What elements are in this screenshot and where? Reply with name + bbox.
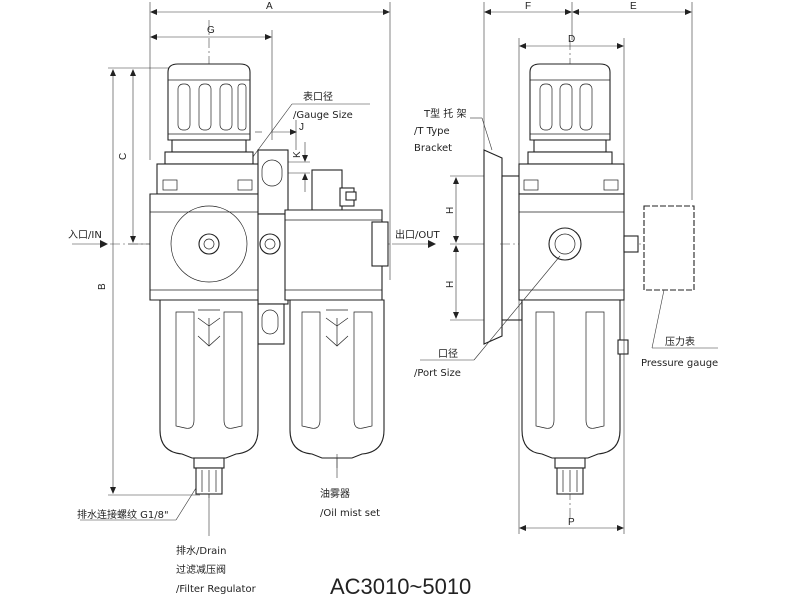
inlet-marker: 入口/IN [68, 230, 108, 248]
drain-thread-callout: 排水连接螺纹 G1/8" [77, 487, 197, 521]
port-size-cn-label: 口径 [438, 347, 458, 360]
dim-p-label: P [568, 517, 575, 528]
filter-reg-en-label: /Filter Regulator [176, 584, 257, 595]
lubricator-body [284, 169, 389, 301]
oil-mist-en-label: /Oil mist set [320, 508, 380, 519]
side-view: F E D H H T型 托 架 /T Type Bracket [414, 1, 718, 534]
dim-d-label: D [568, 34, 575, 45]
side-knob [527, 63, 613, 165]
dimension-b: B [97, 67, 200, 496]
dimension-p: P [518, 300, 625, 534]
port-size-en-label: /Port Size [414, 368, 461, 379]
dim-k-label: K [292, 151, 303, 158]
bracket-cn-label: T型 托 架 [423, 107, 466, 120]
gauge-size-cn-label: 表口径 [303, 90, 333, 103]
dimension-j: J [255, 120, 304, 150]
dimension-f-e: F E [483, 1, 693, 200]
t-bracket-callout: T型 托 架 /T Type Bracket [414, 107, 493, 154]
model-title: AC3010~5010 [330, 574, 471, 599]
dim-a-label: A [266, 1, 273, 12]
pressure-gauge-cn-label: 压力表 [665, 335, 695, 348]
dim-h-top-label: H [445, 207, 456, 214]
lubricator-bowl [289, 299, 385, 459]
regulator-body [149, 163, 269, 301]
side-body [518, 163, 639, 301]
bracket-en2-label: Bracket [414, 143, 452, 154]
dim-h-bottom-label: H [445, 281, 456, 288]
side-bowl [521, 299, 629, 495]
dimension-g: G [149, 22, 273, 160]
inlet-label: 入口/IN [68, 230, 102, 241]
outlet-label: 出口/OUT [395, 228, 441, 241]
front-view: A G B C J [68, 1, 441, 595]
oil-mist-callout: 油雾器 /Oil mist set [320, 454, 380, 519]
drain-label: 排水/Drain [176, 544, 226, 557]
outlet-marker: 出口/OUT [392, 228, 441, 248]
drain-thread-label: 排水连接螺纹 G1/8" [77, 508, 169, 521]
dim-f-label: F [525, 1, 531, 12]
filter-reg-cn-label: 过滤减压阀 [176, 563, 226, 576]
dim-e-label: E [630, 1, 637, 12]
bracket-en1-label: /T Type [414, 126, 450, 137]
dim-j-label: J [299, 122, 304, 133]
t-bracket [483, 149, 523, 345]
pressure-gauge: 压力表 Pressure gauge [641, 205, 718, 369]
dim-c-label: C [118, 153, 129, 160]
regulator-bowl [159, 299, 259, 495]
pressure-gauge-en-label: Pressure gauge [641, 358, 718, 369]
dimension-a: A [149, 1, 391, 280]
dimension-d: D [518, 34, 625, 180]
regulator-knob [164, 63, 254, 165]
oil-mist-cn-label: 油雾器 [320, 487, 350, 500]
dim-g-label: G [207, 25, 215, 36]
dim-b-label: B [97, 283, 108, 290]
port-size-callout: 口径 /Port Size [414, 255, 561, 379]
gauge-size-en-label: /Gauge Size [293, 110, 353, 121]
drain-callout: 排水/Drain 过滤减压阀 /Filter Regulator [176, 494, 257, 595]
connector-block [257, 149, 289, 345]
